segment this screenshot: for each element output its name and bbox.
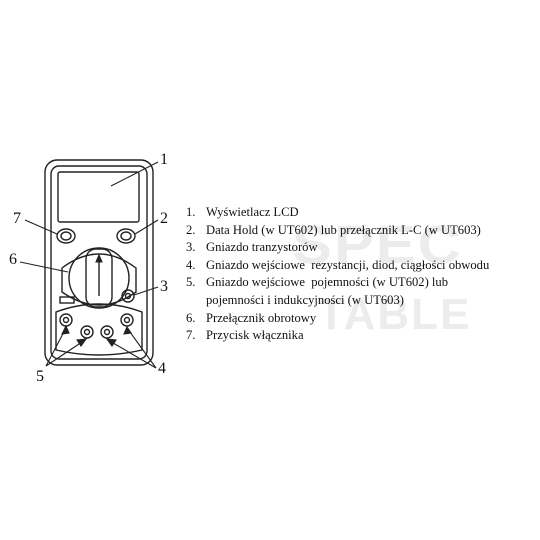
input-jack-com-inner <box>83 328 91 336</box>
arrowhead-5b <box>76 338 88 347</box>
legend-number: 4. <box>186 257 196 272</box>
leader-4a <box>107 339 157 369</box>
callout-5: 5 <box>36 368 44 385</box>
input-jack-capacitance <box>59 313 73 327</box>
leader-4b <box>126 327 157 369</box>
callout-3: 3 <box>160 278 168 295</box>
legend-number: 2. <box>186 222 196 237</box>
input-jack-com <box>80 325 94 339</box>
legend-item: 6. Przełącznik obrotowy <box>186 310 536 328</box>
rotary-switch <box>68 247 130 309</box>
legend-text: Przycisk włącznika <box>206 328 304 343</box>
leader-2 <box>134 219 159 235</box>
meter-body <box>44 159 154 366</box>
callout-1: 1 <box>160 151 168 168</box>
input-jack-capacitance-inner <box>62 316 70 324</box>
transistor-socket-inner <box>124 292 132 300</box>
legend-text: Gniazdo wejściowe rezystancji, diod, cią… <box>206 257 490 272</box>
callout-2: 2 <box>160 210 168 227</box>
legend-item: 7. Przycisk włącznika <box>186 327 536 345</box>
legend-item: 1. Wyświetlacz LCD <box>186 204 536 222</box>
callout-4: 4 <box>158 360 166 377</box>
legend-item: 3. Gniazdo tranzystorów <box>186 239 536 257</box>
leader-7 <box>24 219 58 235</box>
legend-item: 5. Gniazdo wejściowe pojemności (w UT602… <box>186 274 536 309</box>
power-button <box>56 228 76 244</box>
legend-text: Przełącznik obrotowy <box>206 310 317 325</box>
meter-body-inner <box>50 165 148 360</box>
legend-text: Gniazdo wejściowe pojemności (w UT602) l… <box>206 275 449 307</box>
lcd-display <box>57 171 140 223</box>
input-jack-resistance <box>100 325 114 339</box>
input-jack-right-inner <box>123 316 131 324</box>
leader-6 <box>19 261 69 273</box>
arrowhead-5a <box>61 324 70 335</box>
hold-button <box>116 228 136 244</box>
rotary-switch-knob <box>85 248 113 308</box>
legend-list: 1. Wyświetlacz LCD 2. Data Hold (w UT602… <box>186 204 536 345</box>
legend-text: Wyświetlacz LCD <box>206 205 299 219</box>
terminal-panel <box>55 303 143 356</box>
legend-number: 6. <box>186 310 196 325</box>
power-button-inner <box>60 231 72 241</box>
rotary-indicator <box>95 253 103 263</box>
hfe-label <box>59 296 75 304</box>
leader-1 <box>110 161 159 187</box>
transistor-socket <box>121 289 135 303</box>
callout-6: 6 <box>9 251 17 268</box>
legend-number: 7. <box>186 328 196 343</box>
input-jack-right <box>120 313 134 327</box>
legend-number: 3. <box>186 240 196 255</box>
arrowhead-4a <box>105 338 117 347</box>
leader-5b <box>45 339 86 367</box>
legend-text: Gniazdo tranzystorów <box>206 240 318 255</box>
leader-3 <box>133 286 159 296</box>
legend-item: 2. Data Hold (w UT602) lub przełącznik L… <box>186 222 536 240</box>
legend-number: 5. <box>186 275 196 290</box>
legend-number: 1. <box>186 205 196 219</box>
callout-7: 7 <box>13 210 21 227</box>
input-jack-resistance-inner <box>103 328 111 336</box>
legend-text: Data Hold (w UT602) lub przełącznik L-C … <box>206 222 481 237</box>
hold-button-inner <box>120 231 132 241</box>
arrowhead-4b <box>123 325 132 335</box>
legend-item: 4. Gniazdo wejściowe rezystancji, diod, … <box>186 257 536 275</box>
